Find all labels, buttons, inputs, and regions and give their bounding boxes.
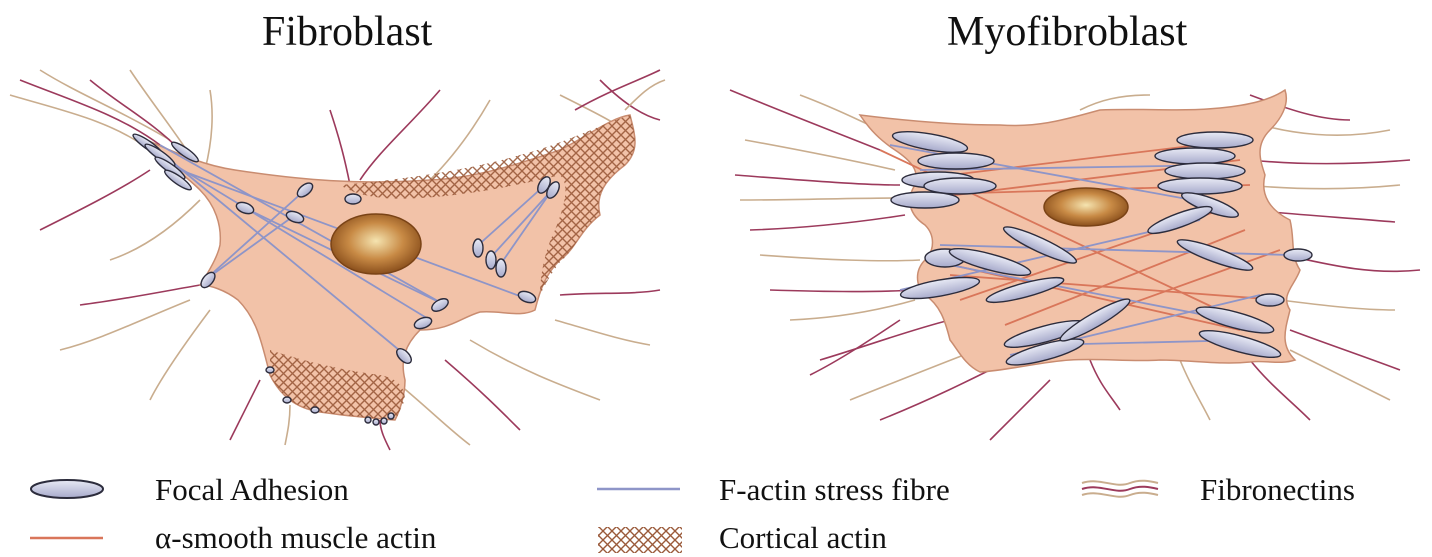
legend-focal-adhesion-icon [31,480,103,498]
legend-f-actin-label: F-actin stress fibre [719,472,950,508]
legend-fibronectins-icon [1082,481,1158,497]
legend-cortical-actin-icon [598,527,682,553]
legend-fibronectins-label: Fibronectins [1200,472,1355,508]
legend-alpha-sma-label: α-smooth muscle actin [155,520,436,556]
fibroblast-nucleus [331,214,421,274]
legend-cortical-actin-label: Cortical actin [719,520,887,556]
legend-focal-adhesion-label: Focal Adhesion [155,472,349,508]
myofibroblast-nucleus [1044,188,1128,226]
